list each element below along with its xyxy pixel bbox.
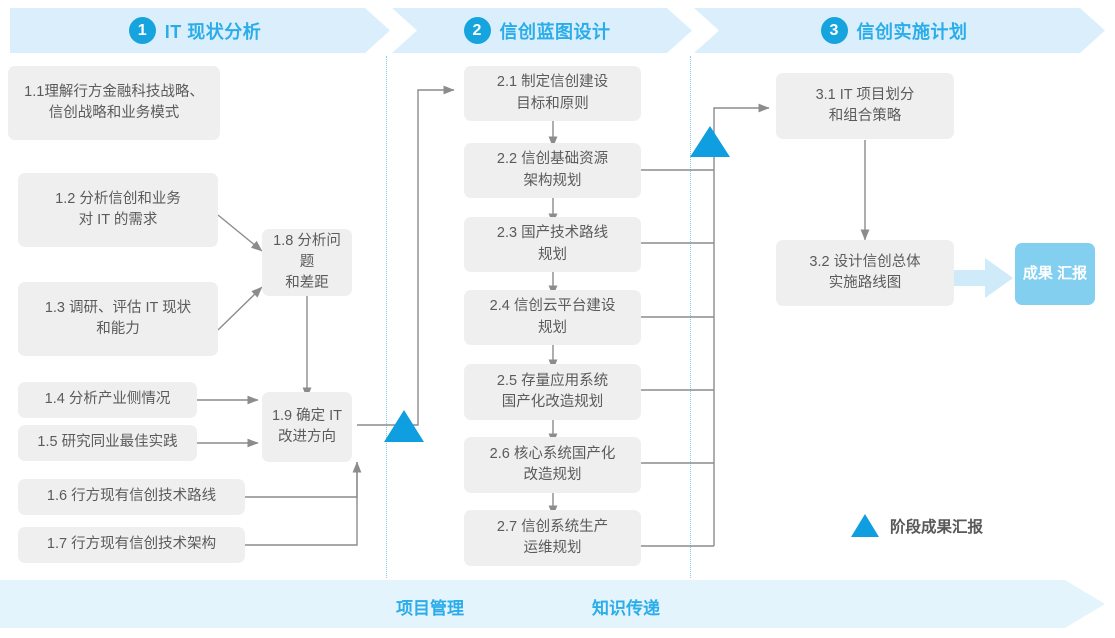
box-line-1: 2.4 信创云平台建设 [489, 298, 616, 315]
box-line-2: 改进方向 [277, 429, 336, 445]
box-line-2: 对 IT 的需求 [78, 212, 158, 228]
process-box-2-7[interactable]: 2.7 信创系统生产 运维规划 [464, 510, 641, 566]
phase-divider-2 [690, 56, 691, 578]
phase-segment-1[interactable] [10, 8, 390, 53]
footer-item-project-management[interactable]: 项目管理 [396, 599, 464, 618]
box-line-2: 目标和原则 [516, 95, 589, 112]
process-box-1-9[interactable]: 1.9 确定 IT 改进方向 [262, 392, 352, 462]
process-box-2-3[interactable]: 2.3 国产技术路线 规划 [464, 217, 641, 272]
phase-segment-2[interactable] [392, 8, 692, 53]
box-line-1: 1.1理解行方金融科技战略、 [24, 83, 204, 100]
legend-milestone: 阶段成果汇报 [851, 514, 983, 537]
milestone-triangle-icon [851, 514, 879, 537]
footer-item-knowledge-transfer[interactable]: 知识传递 [592, 599, 660, 618]
process-box-2-5[interactable]: 2.5 存量应用系统 国产化改造规划 [464, 364, 641, 420]
box-line-1: 2.2 信创基础资源 [496, 151, 609, 168]
box-line-1: 1.6 行方现有信创技术路线 [46, 488, 217, 505]
process-box-1-3[interactable]: 1.3 调研、评估 IT 现状 和能力 [18, 282, 218, 356]
box-line-1: 2.3 国产技术路线 [496, 225, 609, 242]
phase-title-1: IT 现状分析 [164, 21, 262, 42]
box-line-1: 3.1 IT 项目划分 [815, 86, 915, 103]
phase-label-1[interactable]: 1 IT 现状分析 [10, 8, 380, 53]
box-line-1: 1.4 分析产业侧情况 [44, 391, 171, 408]
box-line-1: 2.1 制定信创建设 [496, 74, 609, 91]
milestone-triangle-phase1 [384, 410, 424, 442]
process-box-1-6[interactable]: 1.6 行方现有信创技术路线 [18, 479, 245, 515]
box-line-2: 和差距 [285, 275, 329, 292]
box-line-1: 2.6 核心系统国产化 [489, 445, 616, 462]
phase-label-2[interactable]: 2 信创蓝图设计 [392, 8, 682, 53]
box-line-2: 运维规划 [523, 540, 582, 556]
phase-title-3: 信创实施计划 [856, 21, 968, 42]
box-line-1: 1.7 行方现有信创技术架构 [46, 536, 217, 553]
box-line-1: 1.9 确定 IT [271, 407, 343, 424]
box-line-2: 改造规划 [523, 467, 582, 483]
box-line-1: 2.7 信创系统生产 [496, 518, 609, 535]
box-line-1: 1.8 分析问题 [273, 232, 341, 270]
phase-segment-3[interactable] [694, 8, 1105, 53]
process-box-2-2[interactable]: 2.2 信创基础资源 架构规划 [464, 143, 641, 198]
phase-number-badge-1: 1 [128, 17, 156, 44]
phase-label-3[interactable]: 3 信创实施计划 [694, 8, 1094, 53]
process-box-1-4[interactable]: 1.4 分析产业侧情况 [18, 382, 197, 418]
box-line-2: 规划 [538, 246, 567, 263]
box-line-2: 国产化改造规划 [501, 394, 604, 410]
footer-bar [0, 580, 1105, 628]
result-badge[interactable]: 成果 汇报 [1015, 243, 1095, 305]
process-box-1-2[interactable]: 1.2 分析信创和业务 对 IT 的需求 [18, 173, 218, 247]
process-box-3-2[interactable]: 3.2 设计信创总体 实施路线图 [776, 240, 954, 306]
box-line-1: 3.2 设计信创总体 [809, 253, 921, 270]
legend-label: 阶段成果汇报 [890, 518, 984, 536]
process-box-2-1[interactable]: 2.1 制定信创建设 目标和原则 [464, 66, 641, 121]
badge-line-2: 汇报 [1057, 264, 1088, 282]
box-line-1: 1.5 研究同业最佳实践 [37, 434, 178, 451]
process-box-2-4[interactable]: 2.4 信创云平台建设 规划 [464, 290, 641, 345]
process-box-1-1[interactable]: 1.1理解行方金融科技战略、 信创战略和业务模式 [8, 66, 220, 140]
phase-number-badge-3: 3 [820, 17, 848, 44]
phase-header-bar: 1 IT 现状分析 2 信创蓝图设计 3 信创实施计划 [0, 8, 1115, 53]
result-arrow [947, 258, 1013, 298]
box-line-2: 和能力 [96, 321, 140, 337]
box-line-1: 1.3 调研、评估 IT 现状 [44, 299, 192, 316]
phase-title-2: 信创蓝图设计 [499, 21, 611, 42]
phase-number-badge-2: 2 [463, 17, 491, 44]
box-line-2: 实施路线图 [828, 275, 902, 291]
box-line-1: 2.5 存量应用系统 [496, 372, 609, 389]
process-box-1-5[interactable]: 1.5 研究同业最佳实践 [18, 425, 197, 461]
badge-line-1: 成果 [1022, 264, 1053, 282]
process-box-3-1[interactable]: 3.1 IT 项目划分 和组合策略 [776, 73, 954, 139]
box-line-2: 信创战略和业务模式 [48, 105, 180, 121]
process-box-1-7[interactable]: 1.7 行方现有信创技术架构 [18, 527, 245, 563]
box-line-2: 规划 [538, 319, 567, 336]
process-box-1-8[interactable]: 1.8 分析问题 和差距 [262, 229, 352, 296]
milestone-triangle-phase2 [690, 126, 730, 157]
phase-divider-1 [386, 56, 387, 578]
box-line-2: 和组合策略 [828, 108, 902, 124]
box-line-1: 1.2 分析信创和业务 [55, 190, 181, 207]
process-box-2-6[interactable]: 2.6 核心系统国产化 改造规划 [464, 437, 641, 493]
box-line-2: 架构规划 [523, 172, 582, 189]
